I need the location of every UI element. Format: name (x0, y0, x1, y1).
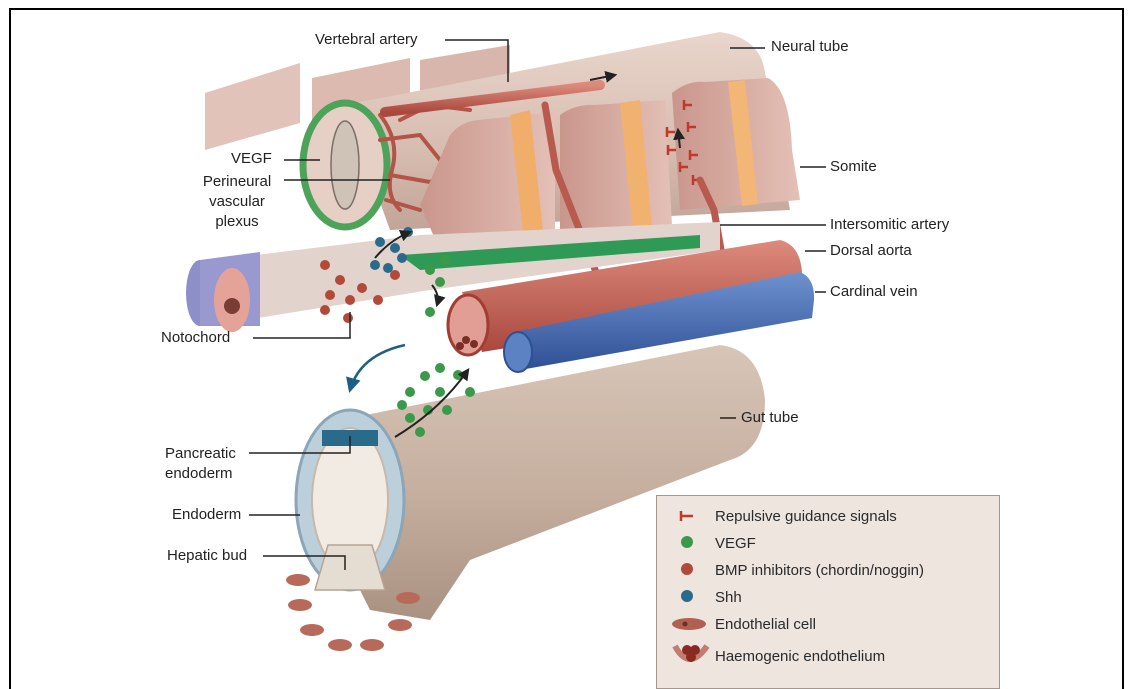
endothelial-cell-icon (669, 612, 715, 636)
label-somite: Somite (830, 158, 877, 176)
repulsive-guidance-icon (669, 504, 715, 528)
label-intersomitic-artery: Intersomitic artery (830, 216, 949, 234)
legend: Repulsive guidance signals VEGF BMP inhi… (656, 495, 1000, 689)
label-perineural-vascular-plexus: Perineural vascular plexus (189, 172, 285, 232)
bmp-inhibitor-dot-icon (681, 563, 693, 575)
legend-item-haemogenic: Haemogenic endothelium (669, 644, 885, 668)
label-neural-tube: Neural tube (771, 38, 849, 56)
label-cardinal-vein: Cardinal vein (830, 283, 918, 301)
legend-label: BMP inhibitors (chordin/noggin) (715, 562, 924, 579)
label-notochord: Notochord (161, 329, 230, 347)
label-dorsal-aorta: Dorsal aorta (830, 242, 912, 260)
migration-arrow (350, 345, 405, 390)
label-pancreatic-endoderm: Pancreatic endoderm (165, 444, 236, 484)
legend-label: Repulsive guidance signals (715, 508, 897, 525)
legend-item-repulsive: Repulsive guidance signals (669, 504, 897, 528)
label-endoderm: Endoderm (172, 506, 241, 524)
label-vegf: VEGF (231, 150, 272, 168)
vegf-dot-icon (681, 536, 693, 548)
haemogenic-endothelium-icon (669, 644, 715, 668)
legend-label: Shh (715, 589, 742, 606)
legend-label: Endothelial cell (715, 616, 816, 633)
label-gut-tube: Gut tube (741, 409, 799, 427)
legend-item-endothelial: Endothelial cell (669, 612, 816, 636)
legend-item-shh: Shh (669, 585, 742, 609)
label-hepatic-bud: Hepatic bud (167, 547, 247, 565)
legend-item-vegf: VEGF (669, 531, 756, 555)
legend-label: VEGF (715, 535, 756, 552)
shh-dot-icon (681, 590, 693, 602)
legend-item-bmp: BMP inhibitors (chordin/noggin) (669, 558, 924, 582)
legend-label: Haemogenic endothelium (715, 648, 885, 665)
label-vertebral-artery: Vertebral artery (315, 31, 418, 49)
